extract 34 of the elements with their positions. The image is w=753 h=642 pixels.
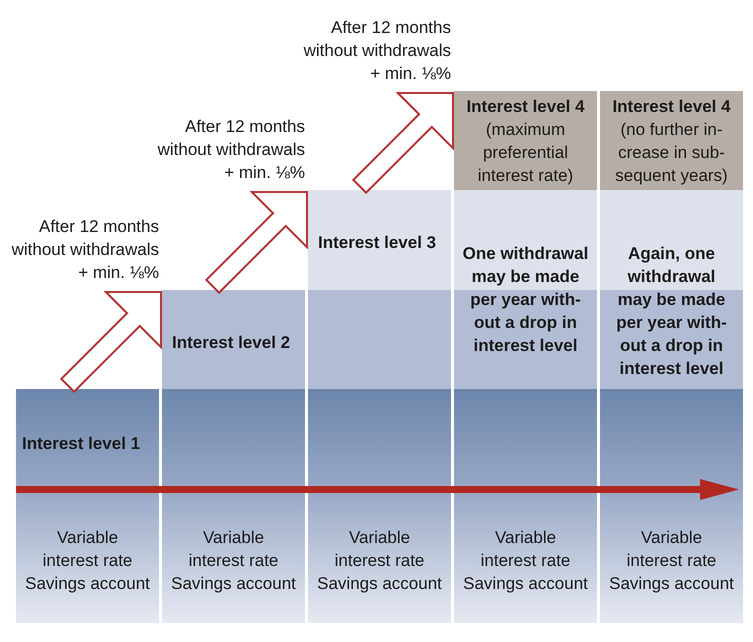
level-block [454, 91, 597, 190]
level-note: (maximum preferential interest rate) [476, 119, 574, 187]
edge-label: After 12 months without withdrawals + min. ⅛% [156, 116, 305, 184]
account-label: Savings account [316, 572, 443, 594]
level-block [308, 290, 451, 389]
account-label: Variable interest rate [334, 526, 426, 572]
level-label: Interest level 4 [611, 96, 732, 118]
withdrawal-note: One withdrawal may be made per year with- out a drop in interest level [462, 243, 590, 357]
account-label: Savings account [608, 572, 735, 594]
level-label: Interest level 3 [318, 232, 438, 254]
account-label: Savings account [24, 572, 151, 594]
level-label: Interest level 2 [172, 332, 292, 354]
level-block [308, 389, 451, 623]
level-block [308, 190, 451, 290]
withdrawal-note: Again, one withdrawal may be made per year with- out a drop in interest level [615, 243, 728, 380]
level-block [162, 389, 305, 623]
level-block [600, 190, 743, 389]
account-label: Variable interest rate [480, 526, 572, 572]
account-label: Variable interest rate [188, 526, 280, 572]
account-label: Variable interest rate [42, 526, 134, 572]
level-note: (no further in- crease in sub- sequent years) [614, 119, 729, 187]
edge-label: After 12 months without withdrawals + min. ⅛% [302, 17, 451, 85]
level-label: Interest level 4 [465, 96, 586, 118]
level-label: Interest level 1 [22, 433, 142, 455]
account-label: Variable interest rate [626, 526, 718, 572]
account-label: Savings account [170, 572, 297, 594]
level-block [600, 389, 743, 623]
level-block [162, 290, 305, 389]
level-block [16, 389, 159, 623]
level-block [454, 190, 597, 389]
edge-label: After 12 months without withdrawals + min. ⅛% [10, 216, 159, 284]
level-block [454, 389, 597, 623]
level-block [600, 91, 743, 190]
account-label: Savings account [462, 572, 589, 594]
